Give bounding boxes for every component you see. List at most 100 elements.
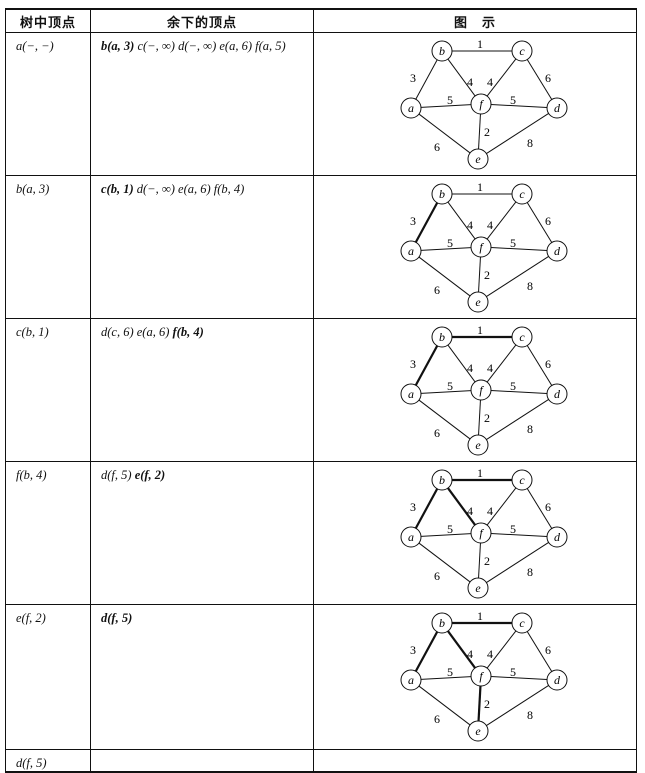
tree-vertex-cell: e(f, 2)	[5, 604, 91, 750]
tree-vertex-cell: d(f, 5)	[5, 749, 91, 773]
vertex-f	[470, 379, 492, 401]
edge-b-f	[447, 344, 476, 383]
vertex-e	[467, 148, 489, 170]
edge-weight-label: 6	[545, 71, 551, 85]
vertex-label-b: b	[439, 44, 445, 58]
vertex-b	[431, 183, 453, 205]
vertex-e	[467, 720, 489, 742]
edge-weight-label: 4	[487, 75, 493, 89]
vertex-label-e: e	[475, 295, 481, 309]
vertex-d	[546, 240, 568, 262]
edge-weight-label: 2	[484, 411, 490, 425]
vertex-d	[546, 97, 568, 119]
vertex-c	[511, 612, 533, 634]
vertex-label-c: c	[519, 187, 525, 201]
edge-weight-label: 5	[447, 522, 453, 536]
vertex-label-f: f	[479, 97, 484, 111]
edge-f-d	[490, 676, 548, 680]
vertex-label-a: a	[408, 101, 414, 115]
edge-weight-label: 4	[467, 361, 473, 375]
vertex-c	[511, 40, 533, 62]
header-remaining-vertices: 余下的顶点	[90, 8, 314, 33]
vertex-label-b: b	[439, 473, 445, 487]
remaining-vertex: d(f, 5)	[101, 468, 132, 482]
tree-vertex-cell: b(a, 3)	[5, 175, 91, 319]
edge-a-f	[420, 104, 472, 108]
edge-e-d	[486, 542, 549, 583]
vertex-d	[546, 526, 568, 548]
vertex-label-b: b	[439, 330, 445, 344]
edge-weight-label: 6	[434, 283, 440, 297]
edge-e-d	[486, 256, 549, 297]
edge-b-f-tree	[447, 487, 476, 526]
tree-vertex: d(f, 5)	[16, 756, 47, 770]
remaining-vertex: d(c, 6)	[101, 325, 134, 339]
edge-weight-label: 8	[527, 708, 533, 722]
tree-vertex: c(b, 1)	[16, 325, 49, 339]
vertex-label-c: c	[519, 616, 525, 630]
edge-weight-label: 6	[545, 357, 551, 371]
edge-f-e	[478, 113, 481, 150]
edge-b-f	[447, 58, 476, 97]
edge-f-e	[478, 399, 481, 436]
vertex-d	[546, 669, 568, 691]
edge-a-b	[415, 59, 438, 100]
edge-weight-label: 3	[410, 71, 416, 85]
remaining-vertices-cell: d(f, 5)	[90, 604, 314, 750]
edge-weight-label: 1	[477, 467, 483, 480]
vertex-c	[511, 326, 533, 348]
edge-weight-label: 4	[487, 361, 493, 375]
edge-c-f	[486, 201, 517, 240]
vertex-c	[511, 469, 533, 491]
edge-e-d	[486, 113, 549, 154]
vertex-label-b: b	[439, 187, 445, 201]
edge-a-b-tree	[414, 345, 439, 386]
header-illustration: 图 示	[313, 8, 637, 33]
edge-weight-label: 4	[487, 504, 493, 518]
vertex-label-f: f	[479, 383, 484, 397]
vertex-label-e: e	[475, 152, 481, 166]
edge-weight-label: 5	[447, 379, 453, 393]
edge-c-d	[526, 488, 553, 529]
edge-weight-label: 5	[510, 93, 516, 107]
selected-vertex: e(f, 2)	[134, 468, 166, 482]
edge-weight-label: 5	[447, 93, 453, 107]
edge-a-f	[420, 390, 472, 394]
edge-weight-label: 4	[467, 504, 473, 518]
edge-c-f	[486, 630, 517, 669]
edge-weight-label: 4	[467, 75, 473, 89]
edge-weight-label: 2	[484, 697, 490, 711]
vertex-b	[431, 326, 453, 348]
edge-c-f	[486, 58, 517, 97]
edge-weight-label: 1	[477, 38, 483, 51]
tree-vertex: f(b, 4)	[16, 468, 47, 482]
edge-weight-label: 2	[484, 268, 490, 282]
edge-weight-label: 1	[477, 610, 483, 623]
edge-weight-label: 1	[477, 324, 483, 337]
edge-weight-label: 6	[545, 500, 551, 514]
edge-c-d	[526, 202, 553, 243]
edge-a-b-tree	[414, 631, 439, 672]
remaining-vertices-cell: d(c, 6) e(a, 6) f(b, 4)	[90, 318, 314, 462]
table-row: a(−, −)b(a, 3) c(−, ∞) d(−, ∞) e(a, 6) f…	[5, 32, 637, 176]
edge-a-e	[418, 256, 471, 297]
table-row: d(f, 5)	[5, 749, 637, 773]
edge-weight-label: 3	[410, 214, 416, 228]
edge-weight-label: 6	[434, 569, 440, 583]
vertex-label-a: a	[408, 244, 414, 258]
edge-a-b-tree	[414, 202, 439, 243]
edge-a-f	[420, 247, 472, 251]
remaining-vertices-cell: c(b, 1) d(−, ∞) e(a, 6) f(b, 4)	[90, 175, 314, 319]
vertex-f	[470, 665, 492, 687]
vertex-label-d: d	[554, 530, 561, 544]
edge-weight-label: 6	[545, 643, 551, 657]
